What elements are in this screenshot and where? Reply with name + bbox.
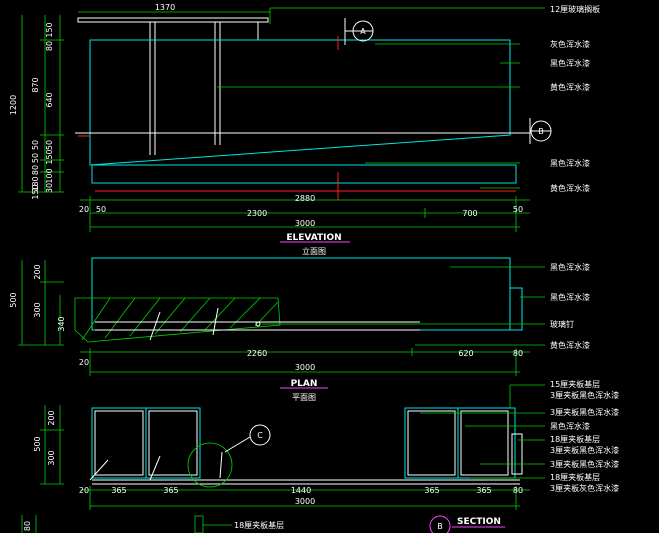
- label-glass-shelf: 12厘玻璃搁板: [550, 4, 600, 14]
- plan-glass: [74, 297, 281, 343]
- dim-1370: 1370: [155, 3, 175, 12]
- dim-200: 200: [33, 264, 42, 279]
- sec-label-9: 3厘夹板灰色浑水漆: [550, 483, 619, 493]
- dim-180: 180: [31, 176, 40, 191]
- sec-label-1: 15厘夹板基层: [550, 379, 600, 389]
- dim-1200: 1200: [9, 95, 18, 115]
- dim-50a: 50: [31, 140, 40, 150]
- dim-150c: 150: [31, 184, 40, 199]
- dim-20b: 20: [79, 358, 89, 367]
- section-view: [21, 384, 545, 533]
- sec-dim-500: 500: [33, 436, 42, 451]
- sec-label-7: 3厘夹板黑色浑水漆: [550, 459, 619, 469]
- label-yellow-paint: 黄色浑水漆: [550, 82, 590, 92]
- dim-2300: 2300: [247, 209, 267, 218]
- sec-label-2: 3厘夹板黑色浑水漆: [550, 390, 619, 400]
- plan-label-yellow: 黄色浑水漆: [550, 340, 590, 350]
- dim-150b: 150: [45, 149, 54, 164]
- sec-dim-1440: 1440: [291, 486, 311, 495]
- label-black-paint-2: 黑色浑水漆: [550, 158, 590, 168]
- sec-label-8: 18厘夹板基层: [550, 472, 600, 482]
- label-yellow-paint-2: 黄色浑水漆: [550, 183, 590, 193]
- elevation-title: ELEVATION: [286, 233, 341, 243]
- sec-dim-365c: 365: [424, 486, 439, 495]
- plan-label-black-2: 黑色浑水漆: [550, 292, 590, 302]
- sec-label-5: 18厘夹板基层: [550, 434, 600, 444]
- sec-dim-365b: 365: [163, 486, 178, 495]
- elevation-view: [18, 7, 552, 243]
- sec-label-6: 3厘夹板黑色浑水漆: [550, 445, 619, 455]
- dim-3000b: 3000: [295, 363, 315, 372]
- marker-b-section-label: B: [437, 522, 443, 531]
- marker-c: [249, 424, 271, 446]
- sec-dim-365d: 365: [476, 486, 491, 495]
- marker-c-circle: [187, 442, 233, 488]
- dim-100: 100: [45, 168, 54, 183]
- section-text: 500 200 300 20 365 365 1440 365 365 80 3…: [23, 379, 619, 531]
- sec-label-3: 3厘夹板黑色浑水漆: [550, 407, 619, 417]
- dim-150: 150: [45, 22, 54, 37]
- plan-label-glass-nail: 玻璃钉: [550, 319, 574, 329]
- label-grey-paint: 灰色浑水漆: [550, 39, 590, 49]
- marker-a-label: A: [360, 27, 366, 36]
- plan-view: [18, 257, 545, 389]
- dim-30: 30: [45, 183, 54, 193]
- sec-dim-200: 200: [47, 410, 56, 425]
- marker-c-label: C: [257, 431, 263, 440]
- dim-80c: 80: [513, 349, 523, 358]
- dim-3000: 3000: [295, 219, 315, 228]
- section-title: SECTION: [457, 517, 501, 527]
- dim-20: 20: [79, 205, 89, 214]
- sec-label-4: 黑色浑水漆: [550, 421, 590, 431]
- marker-b-label: B: [538, 127, 544, 136]
- elevation-text: 1370 1200 80 150 870 640 50 50 50 150 80…: [9, 3, 600, 256]
- dim-700: 700: [462, 209, 477, 218]
- label-black-paint: 黑色浑水漆: [550, 58, 590, 68]
- dim-50b: 50: [31, 153, 40, 163]
- plan-subtitle: 平面图: [292, 393, 316, 402]
- dim-500: 500: [9, 292, 18, 307]
- dim-2880: 2880: [295, 194, 315, 203]
- dim-50e: 50: [513, 205, 523, 214]
- sec-dim-3000: 3000: [295, 497, 315, 506]
- dim-80b: 80: [31, 165, 40, 175]
- sec-dim-365a: 365: [111, 486, 126, 495]
- counter-base: [91, 164, 517, 184]
- sec-dim-300: 300: [47, 450, 56, 465]
- glass-shelf: [77, 17, 269, 23]
- dim-50c: 50: [45, 140, 54, 150]
- elevation-subtitle: 立面图: [302, 246, 326, 256]
- dim-80: 80: [45, 41, 54, 51]
- dim-640: 640: [45, 92, 54, 107]
- plan-label-black-1: 黑色浑水漆: [550, 262, 590, 272]
- dim-50d: 50: [96, 205, 106, 214]
- sec-dim-80: 80: [513, 486, 523, 495]
- marker-b-section: [429, 515, 451, 533]
- plan-text: 500 200 300 340 20 2260 620 80 3000 黑色浑水…: [9, 262, 590, 402]
- plan-outline: [91, 257, 511, 331]
- dim-870: 870: [31, 77, 40, 92]
- sec-dim-20: 20: [79, 486, 89, 495]
- dim-2260: 2260: [247, 349, 267, 358]
- plan-title: PLAN: [291, 379, 318, 389]
- sec-bottom-label: 18厘夹板基层: [234, 520, 284, 530]
- dim-300: 300: [33, 302, 42, 317]
- counter-body: [89, 39, 511, 166]
- dim-340: 340: [57, 316, 66, 331]
- sec-bottom-dim: 80: [23, 521, 32, 531]
- dim-620: 620: [458, 349, 473, 358]
